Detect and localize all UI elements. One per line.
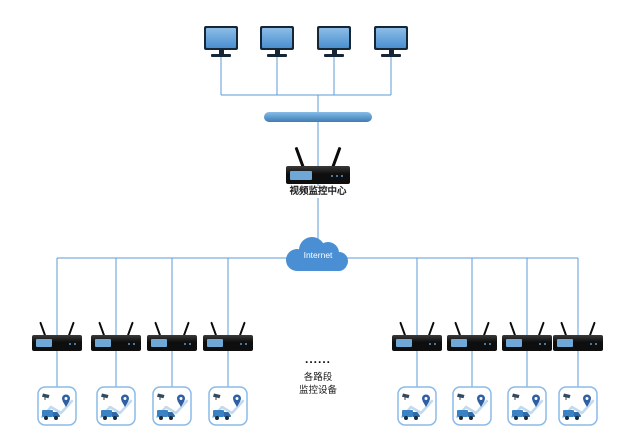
monitor-frame [260, 26, 294, 50]
router-led [489, 343, 491, 345]
router-led [128, 343, 130, 345]
road-device-icon [558, 386, 598, 431]
router-body [286, 166, 350, 184]
router-screen [506, 339, 522, 347]
router-led [484, 343, 486, 345]
router-led [595, 343, 597, 345]
monitor-frame [374, 26, 408, 50]
router-led [544, 343, 546, 345]
monitor-stand [218, 50, 224, 54]
monitor-stand [331, 50, 337, 54]
road-device-icon [37, 386, 77, 431]
ethernet-bus-icon [264, 112, 372, 122]
router-body [203, 335, 253, 351]
router-body [147, 335, 197, 351]
monitor-base [211, 54, 231, 57]
router-screen [151, 339, 167, 347]
monitor-screen [206, 28, 236, 48]
router-led [429, 343, 431, 345]
router-led [539, 343, 541, 345]
road-device-icon [152, 386, 192, 431]
road-device-icon [452, 386, 492, 431]
monitor-icon [260, 26, 294, 57]
edge-router-icon [91, 318, 141, 351]
road-device-icon [397, 386, 437, 431]
road-device-icon [507, 386, 547, 431]
center-router-icon [286, 146, 350, 184]
edge-router-icon [502, 318, 552, 351]
router-led [341, 175, 343, 177]
router-led [245, 343, 247, 345]
router-screen [36, 339, 52, 347]
router-led [590, 343, 592, 345]
internet-cloud-icon [281, 236, 355, 281]
router-body [392, 335, 442, 351]
router-screen [290, 171, 312, 180]
monitor-icon [374, 26, 408, 57]
monitor-base [324, 54, 344, 57]
router-led [240, 343, 242, 345]
router-body [32, 335, 82, 351]
edge-router-icon [447, 318, 497, 351]
monitor-frame [204, 26, 238, 50]
group-label-line1: 各路段 [303, 372, 333, 383]
edge-router-icon [553, 318, 603, 351]
router-screen [396, 339, 412, 347]
monitor-stand [274, 50, 280, 54]
monitor-stand [388, 50, 394, 54]
monitor-screen [376, 28, 406, 48]
edge-router-icon [392, 318, 442, 351]
router-led [189, 343, 191, 345]
router-led [69, 343, 71, 345]
router-led [184, 343, 186, 345]
router-body [553, 335, 603, 351]
monitor-screen [262, 28, 292, 48]
router-screen [451, 339, 467, 347]
road-device-icon [208, 386, 248, 431]
road-device-icon [96, 386, 136, 431]
edge-router-icon [203, 318, 253, 351]
monitor-screen [319, 28, 349, 48]
router-body [447, 335, 497, 351]
router-screen [557, 339, 573, 347]
cloud-label: Internet [303, 250, 333, 260]
edge-router-icon [32, 318, 82, 351]
router-led [434, 343, 436, 345]
edge-router-icon [147, 318, 197, 351]
monitor-icon [317, 26, 351, 57]
router-body [91, 335, 141, 351]
ellipsis-dots: ...... [304, 352, 331, 366]
router-led [74, 343, 76, 345]
monitor-frame [317, 26, 351, 50]
monitor-base [381, 54, 401, 57]
router-led [133, 343, 135, 345]
router-screen [207, 339, 223, 347]
router-body [502, 335, 552, 351]
monitor-base [267, 54, 287, 57]
router-screen [95, 339, 111, 347]
router-led [336, 175, 338, 177]
monitor-icon [204, 26, 238, 57]
router-led [331, 175, 333, 177]
center-router-label: 视频监控中心 [258, 186, 378, 198]
group-label-line2: 监控设备 [298, 385, 337, 396]
